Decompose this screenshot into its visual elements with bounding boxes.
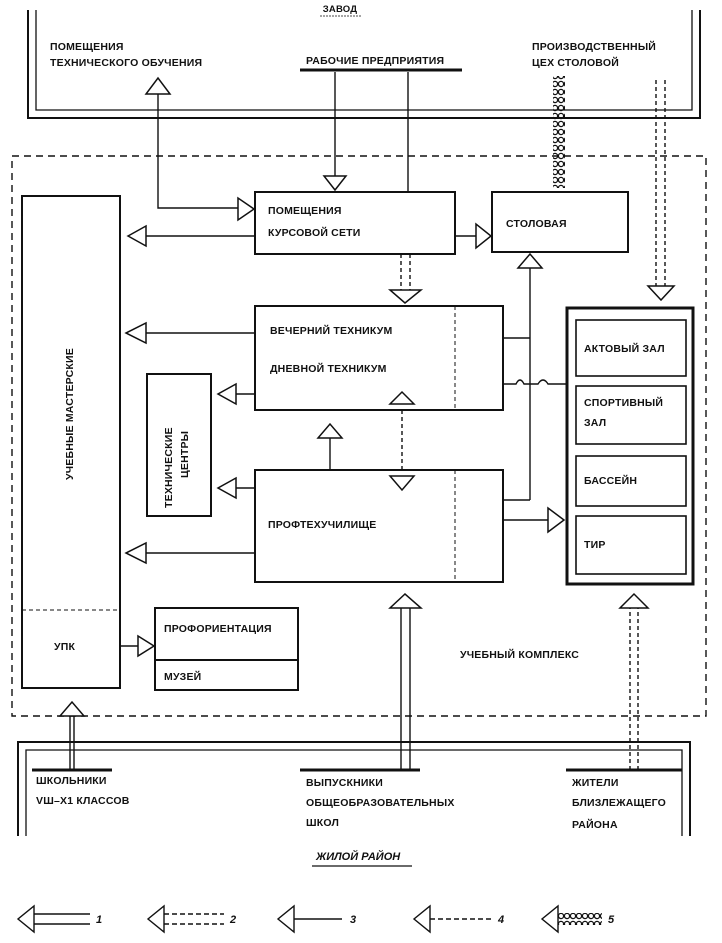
enterprise-workers-label: РАБОЧИЕ ПРЕДПРИЯТИЯ: [306, 55, 444, 67]
legend-number-1: 1: [96, 914, 102, 926]
canteen-box: СТОЛОВАЯ: [491, 191, 629, 253]
legend-item-1: [16, 904, 90, 934]
day-college-label: ДНЕВНОЙ ТЕХНИКУМ: [270, 362, 387, 375]
graduates-label-3: ШКОЛ: [306, 817, 339, 829]
workshops-box: УЧЕБНЫЕ МАСТЕРСКИЕ УПК: [21, 195, 121, 689]
tech-centers-label-1: ТЕХНИЧЕСКИЕ: [163, 427, 175, 508]
residential-region: [17, 741, 691, 836]
graduates-label-1: ВЫПУСКНИКИ: [306, 777, 383, 789]
career-guidance-box: ПРОФОРИЕНТАЦИЯ МУЗЕЙ: [154, 607, 299, 691]
legend-number-2: 2: [229, 914, 236, 926]
legend-item-3: [276, 904, 342, 934]
halls-box: АКТОВЫЙ ЗАЛ СПОРТИВНЫЙ ЗАЛ БАССЕЙН ТИР: [565, 306, 695, 586]
legend-number-3: 3: [350, 914, 356, 926]
vocational-school-box: ПРОФТЕХУЧИЛИЩЕ: [254, 469, 504, 583]
legend-item-4: [412, 904, 492, 934]
residents-label-1: ЖИТЕЛИ: [571, 777, 619, 789]
courses-box: ПОМЕЩЕНИЯ КУРСОВОЙ СЕТИ: [254, 191, 456, 255]
pupils-label-2: VШ–Х1 КЛАССОВ: [36, 795, 130, 807]
arrowheads: [58, 76, 676, 717]
legend: [16, 904, 602, 934]
canteen-label: СТОЛОВАЯ: [506, 218, 567, 230]
tech-centers-box: ТЕХНИЧЕСКИЕ ЦЕНТРЫ: [146, 373, 212, 517]
assembly-hall-label: АКТОВЫЙ ЗАЛ: [584, 342, 665, 355]
canteen-workshop-label-1: ПРОИЗВОДСТВЕННЫЙ: [532, 40, 656, 53]
training-complex-label: УЧЕБНЫЙ КОМПЛЕКС: [460, 648, 579, 661]
courses-label-1: ПОМЕЩЕНИЯ: [268, 205, 342, 217]
factory-region: [27, 10, 701, 119]
legend-item-2: [146, 904, 224, 934]
canteen-workshop-label-2: ЦЕХ СТОЛОВОЙ: [532, 56, 619, 69]
training-complex-boundary: [11, 155, 707, 717]
career-guidance-label: ПРОФОРИЕНТАЦИЯ: [164, 623, 272, 635]
courses-label-2: КУРСОВОЙ СЕТИ: [268, 226, 361, 239]
sports-hall-label-1: СПОРТИВНЫЙ: [584, 396, 663, 409]
evening-college-label: ВЕЧЕРНИЙ ТЕХНИКУМ: [270, 324, 393, 337]
legend-item-5: [540, 904, 602, 934]
coil-connection: [553, 76, 565, 188]
sports-hall-label-2: ЗАЛ: [584, 417, 606, 429]
legend-number-5: 5: [608, 914, 615, 926]
vocational-school-label: ПРОФТЕХУЧИЛИЩЕ: [268, 519, 376, 531]
museum-label: МУЗЕЙ: [164, 670, 201, 683]
shooting-range-label: ТИР: [584, 539, 606, 551]
tech-training-label-2: ТЕХНИЧЕСКОГО ОБУЧЕНИЯ: [50, 57, 202, 69]
factory-title: ЗАВОД: [323, 4, 358, 15]
pool-label: БАССЕЙН: [584, 474, 637, 487]
residents-label-2: БЛИЗЛЕЖАЩЕГО: [572, 797, 666, 809]
tech-centers-label-2: ЦЕНТРЫ: [179, 431, 191, 478]
residents-label-3: РАЙОНА: [572, 818, 618, 831]
legend-number-4: 4: [497, 914, 504, 926]
district-title: ЖИЛОЙ РАЙОН: [315, 850, 401, 863]
technical-college-box: ВЕЧЕРНИЙ ТЕХНИКУМ ДНЕВНОЙ ТЕХНИКУМ: [254, 305, 504, 411]
pupils-label-1: ШКОЛЬНИКИ: [36, 775, 107, 787]
upk-label: УПК: [54, 641, 75, 653]
graduates-label-2: ОБЩЕОБРАЗОВАТЕЛЬНЫХ: [306, 797, 455, 809]
tech-training-label-1: ПОМЕЩЕНИЯ: [50, 41, 124, 53]
workshops-label: УЧЕБНЫЕ МАСТЕРСКИЕ: [64, 348, 76, 480]
